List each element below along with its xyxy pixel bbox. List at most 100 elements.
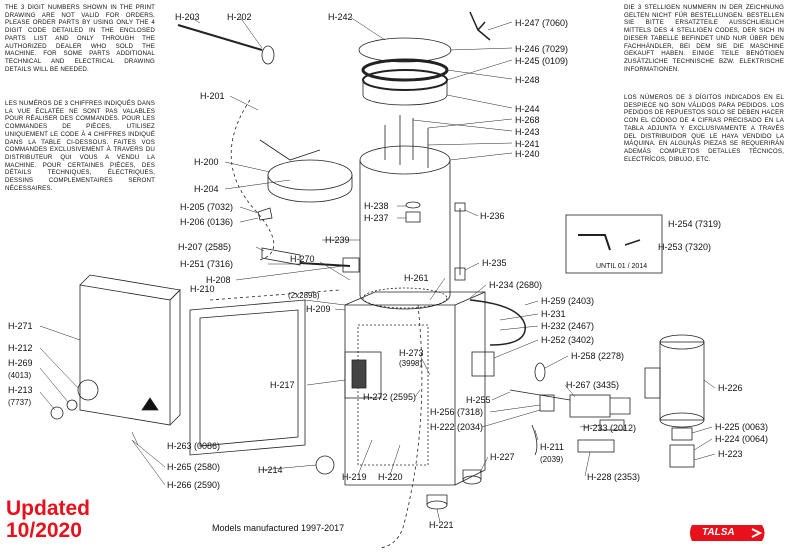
label-h208: H-208: [206, 275, 231, 285]
label-h221: H-221: [429, 520, 454, 530]
label-h227: H-227: [490, 452, 515, 462]
label-h254: H-254 (7319): [668, 219, 721, 229]
label-h263: H-263 (0086): [167, 441, 220, 451]
note-english: THE 3 DIGIT NUMBERS SHOWN IN THE PRINT D…: [5, 4, 155, 73]
part-cabinet-top: [344, 291, 485, 306]
part-hose-259: [469, 299, 526, 346]
label-h242: H-242: [328, 12, 353, 22]
part-lid-244: [362, 80, 448, 106]
part-cylinder-239: [359, 160, 451, 310]
part-knob-213: [50, 406, 64, 420]
part-foot-221: [426, 500, 448, 510]
label-h219: H-219: [342, 472, 367, 482]
label-h269: H-269: [8, 358, 33, 368]
part-handle-247: [469, 11, 491, 41]
label-h247: H-247 (7060): [515, 18, 568, 28]
part-motor-bottom: [659, 412, 705, 428]
label-h270: H-270: [290, 254, 315, 264]
label-h225: H-225 (0063): [715, 422, 768, 432]
note-german: DIE 3 STELLIGEN NUMMERN IN DER ZEICHNUNG…: [624, 4, 784, 73]
label-h200: H-200: [194, 157, 219, 167]
label-h210: H-210: [190, 284, 215, 294]
part-block-208: [342, 257, 360, 273]
part-relay: [351, 359, 367, 389]
part-inner-frame: [357, 324, 429, 466]
part-plate-edge-200: [267, 175, 353, 203]
part-foot-227b: [462, 469, 482, 480]
part-valve-252: [471, 351, 495, 377]
label-h268: H-268: [515, 115, 540, 125]
updated-label: Updated: [6, 497, 90, 520]
part-nut-202: [261, 45, 275, 65]
inset-caption: UNTIL 01 / 2014: [596, 263, 647, 270]
updated-date: 10/2020: [6, 519, 82, 542]
label-h253: H-253 (7320): [658, 242, 711, 252]
part-cable-bottom: [379, 304, 423, 549]
label-h269b: (4013): [8, 371, 31, 380]
label-h258: H-258 (2278): [571, 351, 624, 361]
label-h212: H-212: [8, 343, 33, 353]
part-housing-271: [79, 284, 171, 426]
part-motor-box: [644, 367, 661, 399]
part-nut-269: [66, 399, 78, 411]
label-h234: H-234 (2680): [489, 280, 542, 290]
part-electrical-217: [344, 351, 382, 399]
part-base-ring-261: [362, 287, 448, 309]
label-h272: H-272 (2595): [363, 392, 416, 402]
label-h251: H-251 (7316): [180, 259, 233, 269]
part-probe-head: [454, 202, 466, 212]
note-spanish: LOS NÚMEROS DE 3 DÍGITOS INDICADOS EN EL…: [624, 94, 784, 163]
label-h266: H-266 (2590): [167, 480, 220, 490]
inset-pin-253: [624, 239, 641, 246]
inset-handle-254: [578, 234, 611, 251]
label-h238: H-238: [364, 201, 389, 211]
label-h206: H-206 (0136): [180, 217, 233, 227]
label-h245: H-245 (0109): [515, 56, 568, 66]
part-ring-258: [534, 362, 546, 382]
label-h243: H-243: [515, 127, 540, 137]
warning-icon: [141, 397, 159, 411]
part-pump-267: [569, 394, 611, 418]
label-h214: H-214: [258, 465, 283, 475]
part-pin-205: [257, 207, 273, 221]
brand-logo: TALSA: [688, 523, 768, 548]
part-pump-end: [610, 397, 631, 415]
label-h204: H-204: [194, 184, 219, 194]
part-foot-221b: [426, 494, 448, 505]
note-french: LES NUMÉROS DE 3 CHIFFRES INDIQUÉS DANS …: [5, 100, 155, 192]
part-panel-inner: [199, 309, 299, 447]
label-h207: H-207 (2585): [178, 242, 231, 252]
updated-stamp: Updated 10/2020: [6, 498, 90, 542]
part-plate-200: [267, 159, 353, 191]
part-wire-211: [531, 424, 538, 456]
label-h239: H-239: [325, 235, 350, 245]
label-h246: H-246 (7029): [515, 44, 568, 54]
part-housing-side: [169, 289, 181, 426]
part-gear-228: [577, 439, 615, 453]
label-h220: H-220: [378, 472, 403, 482]
label-h265: H-265 (2580): [167, 462, 220, 472]
part-switch-222: [539, 394, 555, 412]
label-h233: H-233 (2012): [583, 423, 636, 433]
label-h203: H-203: [175, 12, 200, 22]
label-h261: H-261: [404, 273, 429, 283]
label-h270b: (2x2898): [288, 291, 320, 300]
label-h232: H-232 (2467): [541, 321, 594, 331]
label-h244: H-244: [515, 104, 540, 114]
part-wheel-214: [315, 455, 335, 475]
label-h240: H-240: [515, 149, 540, 159]
label-h213b: (7737): [8, 398, 31, 407]
label-h224: H-224 (0064): [715, 434, 768, 444]
label-h259: H-259 (2403): [541, 296, 594, 306]
part-shaft-203: [177, 24, 263, 51]
part-rod-251: [299, 262, 351, 267]
part-cylinder-top-240: [359, 145, 451, 175]
brand-logo-shape: [690, 525, 765, 541]
brand-name: TALSA: [702, 527, 735, 538]
part-roller-207: [261, 247, 301, 266]
label-h255: H-255: [466, 395, 491, 405]
label-h235: H-235: [482, 258, 507, 268]
label-h205: H-205 (7032): [180, 202, 233, 212]
part-washer-238: [405, 201, 421, 209]
label-h209: H-209: [306, 304, 331, 314]
